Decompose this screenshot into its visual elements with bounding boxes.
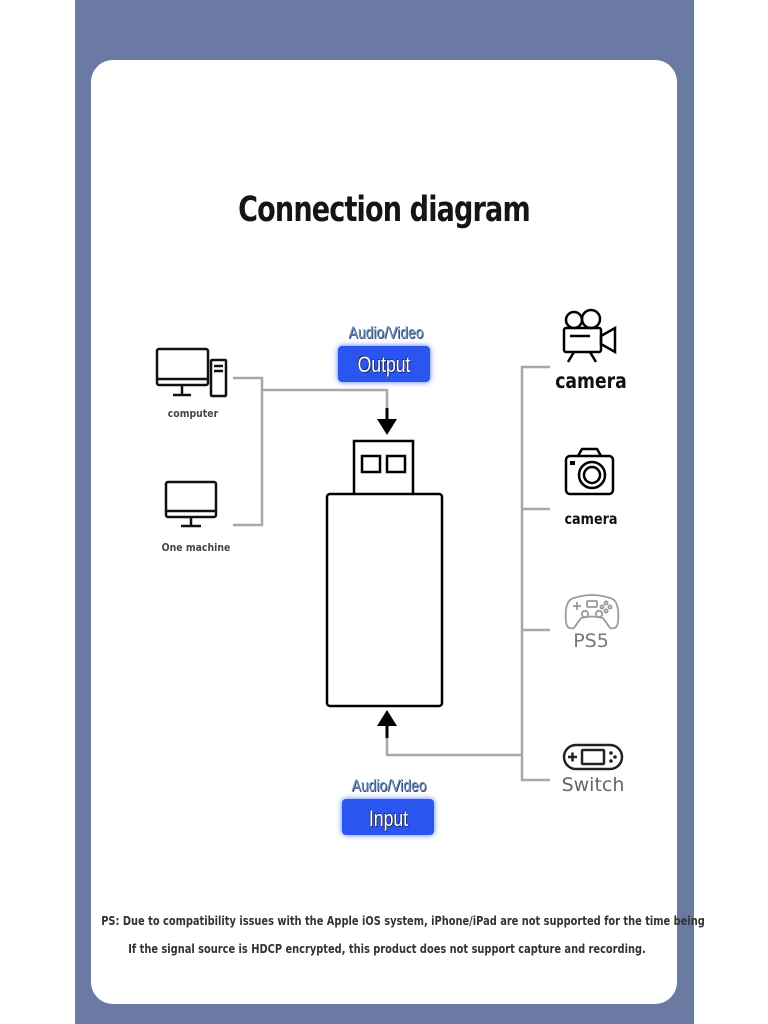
input-arrow-icon: [377, 710, 397, 738]
page-title: Connection diagram: [238, 190, 531, 230]
connector-lines: [233, 365, 550, 782]
left-device-label-one-machine: One machine: [161, 541, 231, 554]
computer-line: [233, 376, 264, 527]
desktop-computer-icon: [155, 347, 228, 398]
input-caption: Audio/Video: [351, 776, 427, 795]
output-badge: Output: [338, 346, 430, 382]
right-device-label-photo-camera: camera: [564, 510, 618, 528]
left-device-label-computer: computer: [167, 407, 219, 420]
gamepad-icon: [564, 594, 620, 630]
input-line: [385, 735, 522, 757]
compatibility-note: PS: Due to compatibility issues with the…: [101, 914, 705, 928]
right-device-label-switch: Switch: [561, 774, 625, 796]
monitor-icon: [164, 480, 218, 528]
handheld-console-icon: [562, 743, 624, 771]
right-bus-line: [520, 365, 550, 782]
output-line: [262, 388, 389, 410]
output-caption: Audio/Video: [348, 323, 424, 342]
output-badge-text: Output: [357, 352, 411, 377]
video-camera-icon: [562, 308, 617, 363]
hdcp-note: If the signal source is HDCP encrypted, …: [128, 942, 646, 956]
right-device-label-ps5: PS5: [573, 630, 609, 652]
right-device-label-video-camera: camera: [555, 369, 627, 393]
capture-dongle-icon: [325, 439, 444, 708]
output-arrow-icon: [377, 408, 397, 435]
photo-camera-icon: [564, 447, 615, 496]
input-badge: Input: [342, 799, 434, 835]
input-badge-text: Input: [368, 806, 408, 831]
